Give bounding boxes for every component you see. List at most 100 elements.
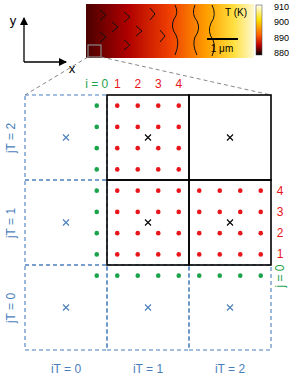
grid-point [176, 231, 181, 236]
cell-index-label: jT = 0 [5, 292, 17, 322]
grid-point [135, 188, 140, 193]
x-axis-arrow [24, 61, 66, 62]
grid-point [197, 188, 202, 193]
colorbar-tick: 880 [274, 49, 289, 58]
grid-point [135, 125, 140, 130]
colorbar-tick: 890 [274, 34, 289, 43]
grid-point [115, 252, 120, 257]
axis-label: x [69, 62, 76, 75]
grid-point [258, 273, 263, 278]
grid-point [156, 188, 161, 193]
cell-index-label: jT = 2 [5, 122, 17, 152]
point-index-label: 4 [175, 78, 182, 90]
dashed-cell [25, 180, 107, 265]
solid-cell [107, 180, 189, 265]
grid-point [156, 210, 161, 215]
grid-point [176, 103, 181, 108]
grid-point [156, 231, 161, 236]
cell-index-label: jT = 1 [5, 207, 17, 237]
grid-point [238, 252, 243, 257]
grid-point [217, 273, 222, 278]
grid-point [94, 252, 99, 257]
grid-point [94, 125, 99, 130]
grid-point [176, 146, 181, 151]
cell-index-label: iT = 2 [215, 363, 245, 375]
point-index-label: 3 [155, 78, 162, 90]
grid-point [197, 252, 202, 257]
point-index-label: 1 [114, 78, 121, 90]
cell-index-label: iT = 0 [51, 363, 81, 375]
grid-point [176, 210, 181, 215]
colorbar [256, 5, 262, 55]
point-index-label: i = 0 [85, 78, 108, 90]
point-index-label: 1 [277, 248, 284, 260]
grid-point [135, 273, 140, 278]
grid-point [115, 188, 120, 193]
grid-point [156, 103, 161, 108]
colorbar-tick: 910 [274, 3, 289, 12]
grain-boundary [100, 32, 106, 42]
y-axis-arrow [23, 18, 24, 62]
grid-point [258, 231, 263, 236]
solid-cell [107, 95, 189, 180]
point-index-label: 4 [277, 185, 284, 197]
dashed-cell [25, 95, 107, 180]
grid-point [156, 273, 161, 278]
point-index-label: 3 [277, 206, 284, 218]
cell-center-mark [227, 135, 233, 141]
grid-point [135, 146, 140, 151]
cell-center-mark [227, 220, 233, 226]
grid-point [94, 231, 99, 236]
grid-point [176, 167, 181, 172]
colorbar-tick: 900 [274, 18, 289, 27]
grid-point [156, 125, 161, 130]
grid-point [238, 210, 243, 215]
scale-bar-label: 1 μm [211, 44, 233, 54]
grid-point [176, 125, 181, 130]
grid-point [217, 210, 222, 215]
grain-boundary [193, 5, 198, 55]
point-index-label: j = 0 [274, 264, 286, 287]
grid-point [115, 231, 120, 236]
grid-point [135, 103, 140, 108]
grain-boundary [124, 12, 130, 22]
cell-center-mark [145, 305, 151, 311]
grid-point [135, 252, 140, 257]
cell-center-mark [145, 135, 151, 141]
solid-cell [189, 95, 271, 180]
grid-point [217, 231, 222, 236]
grid-point [94, 167, 99, 172]
grid-point [156, 167, 161, 172]
grid-point [176, 188, 181, 193]
grain-boundary [100, 10, 106, 20]
dashed-cell [107, 265, 189, 350]
zoom-box [88, 45, 101, 57]
grid-point [115, 125, 120, 130]
grid-point [135, 231, 140, 236]
grid-point [197, 231, 202, 236]
cell-center-mark [145, 220, 151, 226]
grid-point [258, 188, 263, 193]
grain-boundary [136, 26, 142, 36]
grid-point [115, 167, 120, 172]
point-index-label: 2 [134, 78, 141, 90]
cell-center-mark [63, 220, 69, 226]
zoom-line [101, 57, 271, 95]
grain-boundary [160, 30, 165, 42]
grid-point [135, 167, 140, 172]
grid-point [217, 252, 222, 257]
colorbar-title: T (K) [225, 8, 247, 18]
axis-label: y [10, 14, 17, 27]
cell-center-mark [63, 305, 69, 311]
thermal-image [86, 4, 254, 58]
grid-point [156, 252, 161, 257]
dashed-cell [189, 265, 271, 350]
cell-center-mark [63, 135, 69, 141]
grid-point [94, 146, 99, 151]
grid-point [176, 273, 181, 278]
grid-point [115, 273, 120, 278]
cell-center-mark [227, 305, 233, 311]
grid-point [197, 210, 202, 215]
cell-index-label: iT = 1 [133, 363, 163, 375]
